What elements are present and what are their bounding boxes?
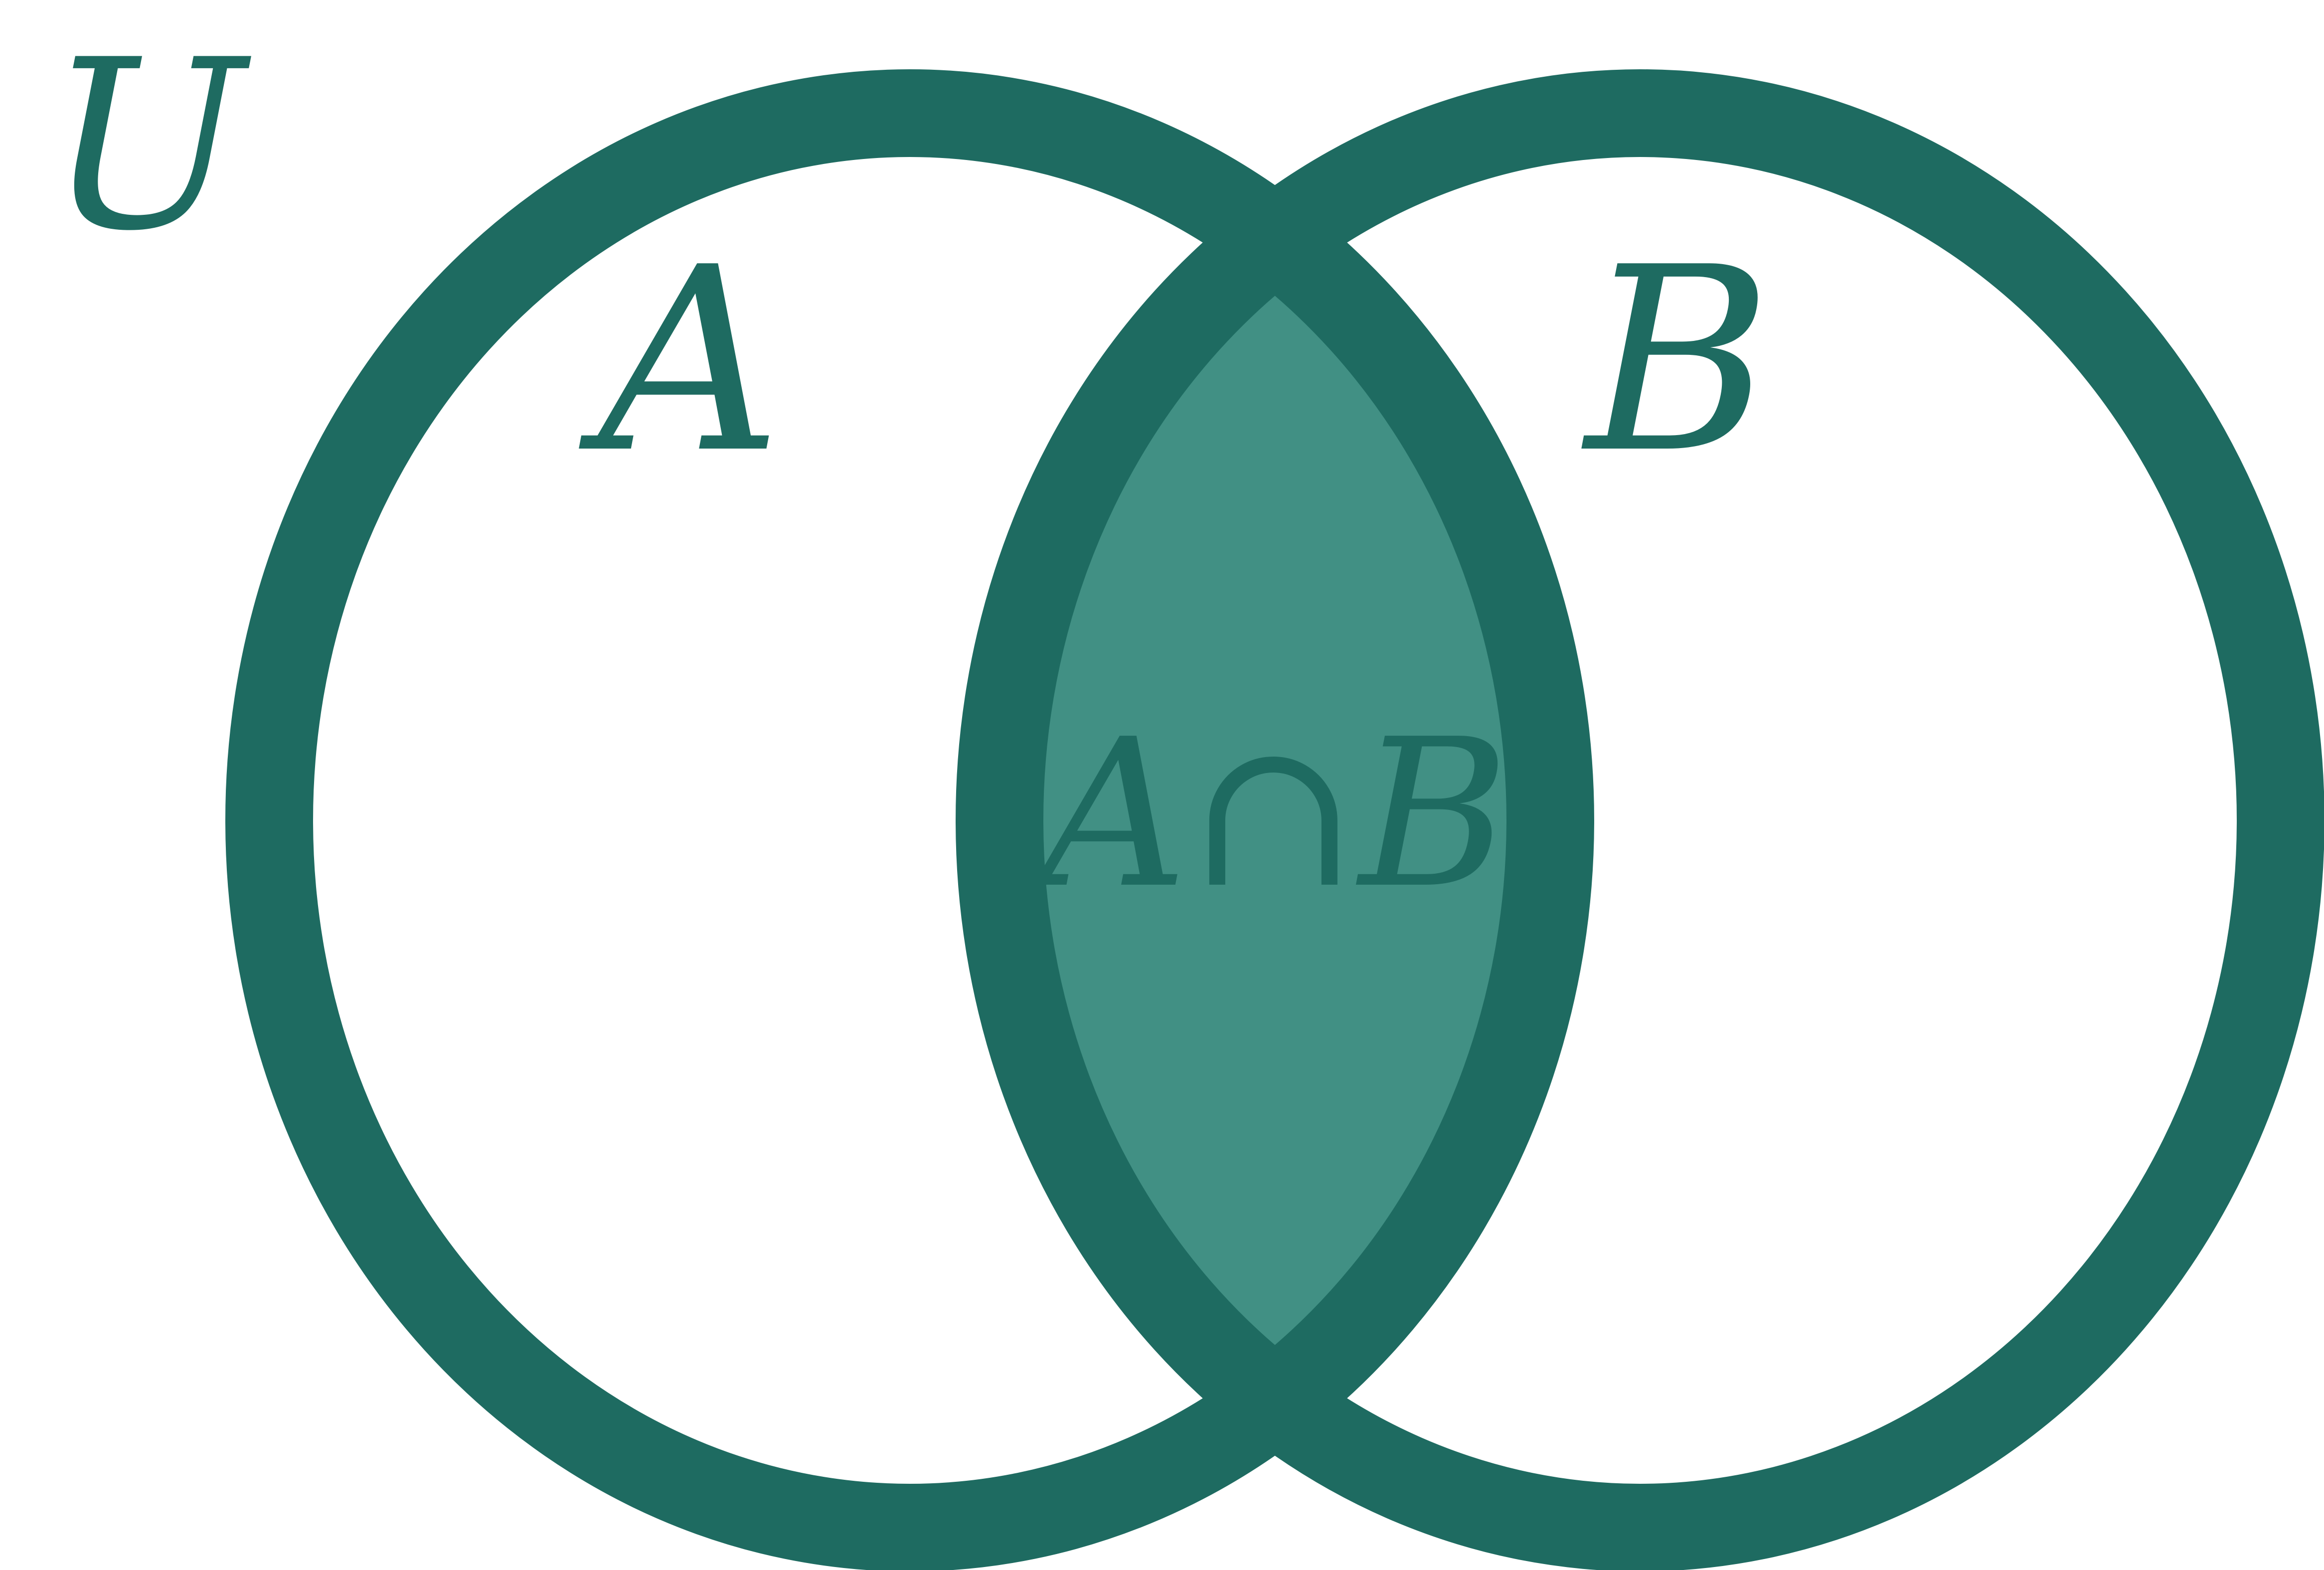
set-b-label: B bbox=[1581, 213, 1772, 509]
set-b-circle bbox=[956, 69, 2324, 1570]
intersection-label: A∩B bbox=[1024, 695, 1509, 933]
intersection-region bbox=[999, 113, 1550, 1528]
set-a-label: A bbox=[578, 213, 782, 509]
universe-label: U bbox=[47, 9, 252, 282]
set-a-circle bbox=[225, 69, 1594, 1570]
